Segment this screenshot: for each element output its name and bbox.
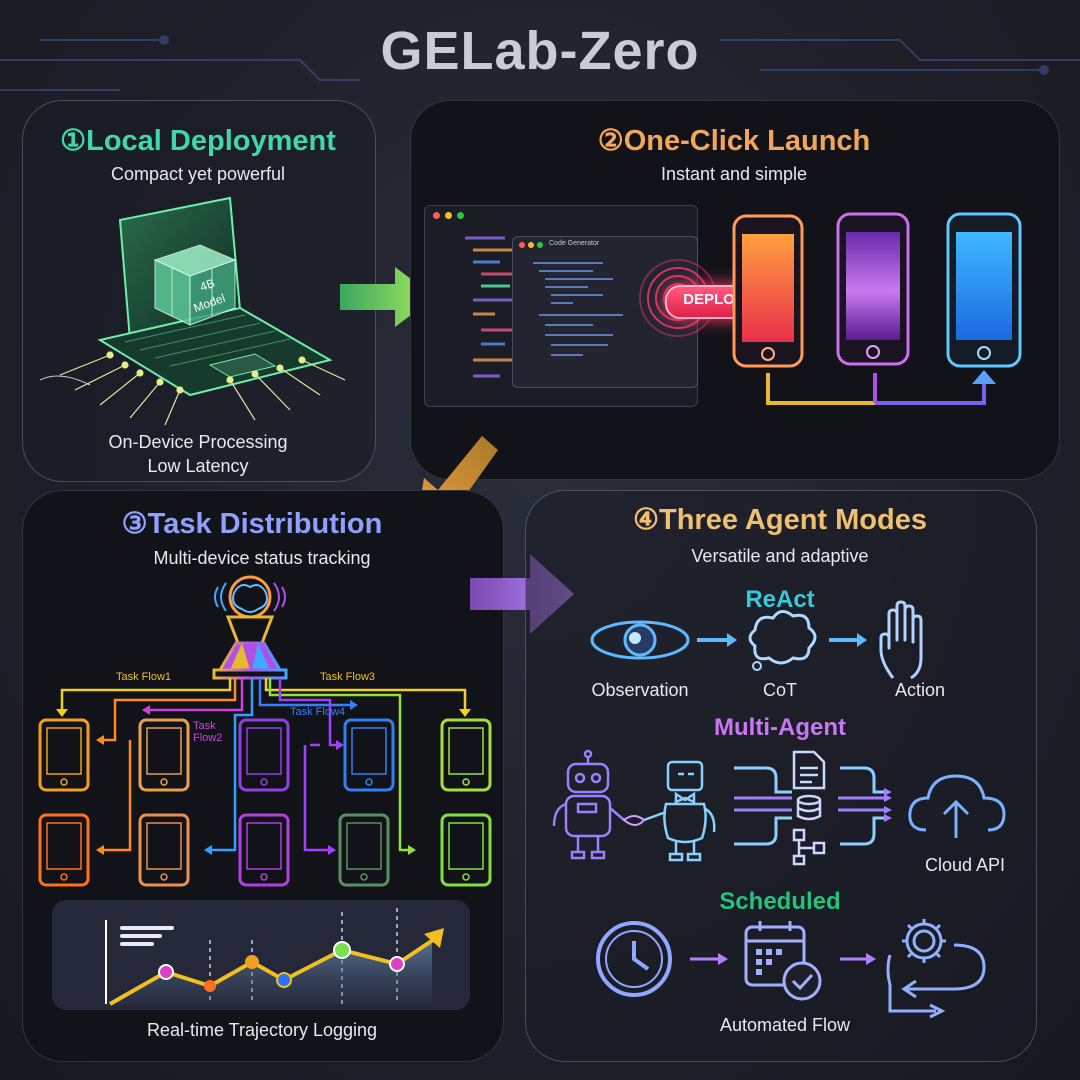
phone-icon	[946, 212, 1022, 368]
deploy-button-label: DEPLOY	[683, 291, 745, 308]
panel2-subtitle: Instant and simple	[660, 164, 808, 184]
panel-three-agent-modes	[525, 490, 1037, 1062]
gear-icon	[886, 919, 986, 1019]
code-generator-window: Code Generator	[512, 236, 698, 388]
panel3-title: ③Task Distribution	[121, 508, 383, 540]
task-flow-1-label: Task Flow1	[116, 671, 172, 683]
brain-icon	[214, 575, 286, 619]
robot-icon	[552, 749, 625, 860]
clock-icon	[596, 921, 672, 997]
phone-icon	[338, 813, 390, 887]
react-label-observation: Observation	[591, 680, 689, 700]
eye-icon	[590, 620, 690, 660]
task-distribution-diagram	[38, 575, 492, 887]
multi-agent-diagram	[552, 749, 1006, 866]
code-lines-front	[533, 262, 623, 356]
phone-icon	[38, 718, 90, 792]
panel4-title: ④Three Agent Modes	[632, 504, 927, 536]
cube-icon	[153, 244, 237, 326]
calendar-check-icon	[744, 921, 822, 1001]
phone-icon	[440, 813, 492, 887]
panel2-title: ②One-Click Launch	[597, 125, 871, 157]
hand-icon	[879, 600, 923, 680]
cloud-api-label: Cloud API	[924, 855, 1006, 875]
react-diagram	[590, 600, 923, 680]
phone-icon	[836, 212, 910, 366]
trajectory-chart	[105, 908, 444, 1006]
scheduled-title: Scheduled	[719, 888, 841, 915]
phone-icon	[38, 813, 90, 887]
panel1-caption-line2: Low Latency	[147, 456, 249, 476]
laptop-icon	[40, 196, 346, 426]
panel4-subtitle: Versatile and adaptive	[691, 546, 869, 566]
flowchart-icon	[792, 828, 826, 866]
database-icon	[796, 794, 822, 821]
panel1-title: ①Local Deployment	[60, 125, 336, 157]
react-label-cot: CoT	[762, 680, 797, 700]
cloud-upload-icon	[908, 774, 1006, 838]
phone-icon	[343, 718, 395, 792]
panel3-caption: Real-time Trajectory Logging	[146, 1020, 378, 1040]
multi-agent-title: Multi-Agent	[714, 714, 846, 741]
phone-icon	[238, 813, 290, 887]
phone-icon	[238, 718, 290, 792]
code-generator-title: Code Generator	[549, 240, 600, 247]
task-flow-4-label: Task Flow4	[290, 706, 346, 718]
panel1-caption-line1: On-Device Processing	[108, 432, 288, 452]
task-flow-2-label: Task Flow2	[193, 720, 223, 744]
phone-icon	[440, 718, 492, 792]
panel3-subtitle: Multi-device status tracking	[153, 548, 371, 568]
robot-icon	[643, 760, 716, 862]
react-label-action: Action	[894, 680, 946, 700]
phone-icon	[138, 813, 190, 887]
panel1-subtitle: Compact yet powerful	[110, 164, 286, 184]
phone-icon	[138, 718, 190, 792]
react-title: ReAct	[745, 586, 815, 613]
page-title: GELab-Zero	[380, 21, 700, 81]
thought-bubble-icon	[748, 610, 817, 671]
phone-icon	[732, 214, 804, 368]
task-flow-3-label: Task Flow3	[320, 671, 376, 683]
scheduled-caption: Automated Flow	[719, 1015, 851, 1035]
document-icon	[792, 750, 826, 790]
phone-group	[732, 212, 1022, 405]
scheduled-diagram	[596, 919, 986, 1019]
